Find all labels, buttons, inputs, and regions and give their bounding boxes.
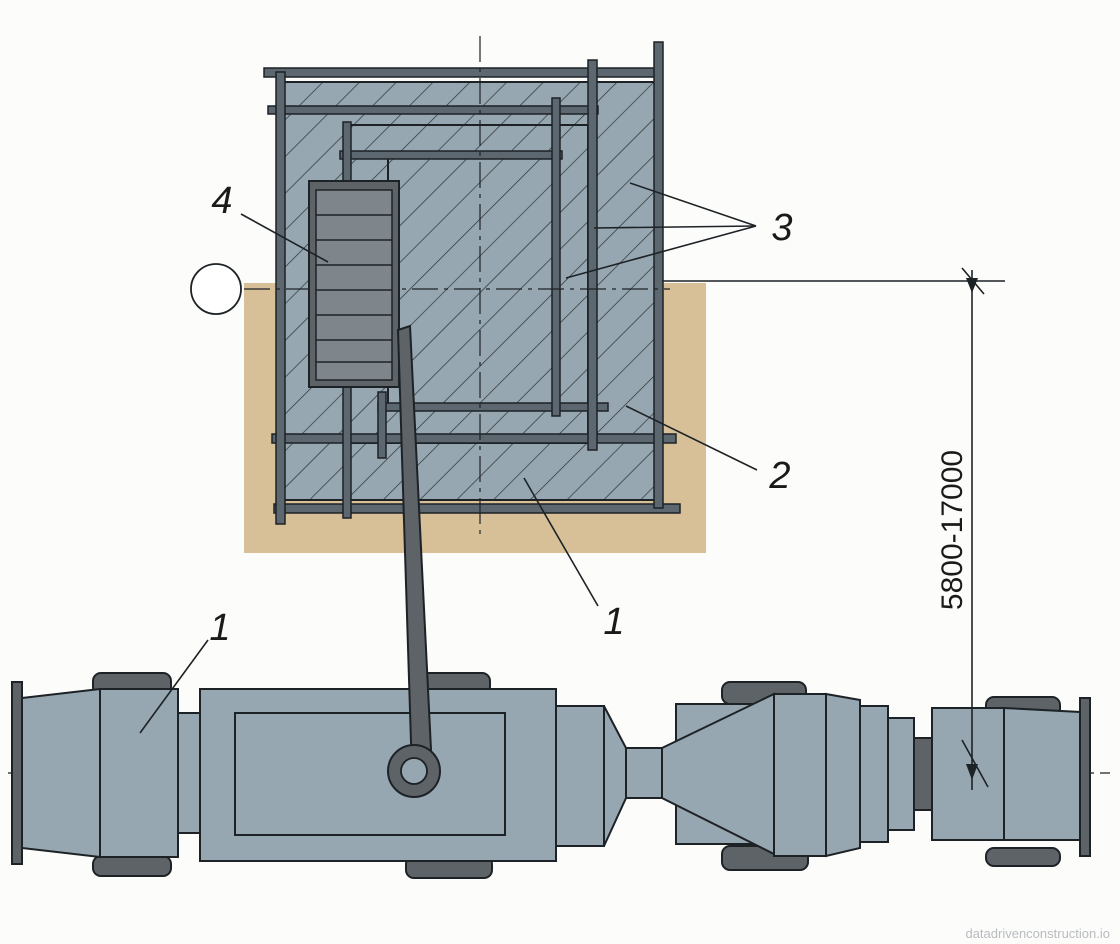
callout-1-section: 1 [603,601,624,643]
callout-2: 2 [768,455,790,497]
linkage-arm [387,324,441,798]
callout-4: 4 [211,180,232,222]
callout-leaders [139,182,989,788]
callout-3: 3 [771,207,792,249]
callout-1-machine: 1 [209,607,230,649]
depth-range-label: 5800-17000 [936,450,969,610]
tool-head [308,180,400,388]
drilling-machine [11,672,1091,879]
reference-circle [190,263,242,315]
section-centerlines [244,36,670,538]
watermark-text: datadrivenconstruction.io [965,926,1110,941]
depth-dimension [662,267,1005,790]
